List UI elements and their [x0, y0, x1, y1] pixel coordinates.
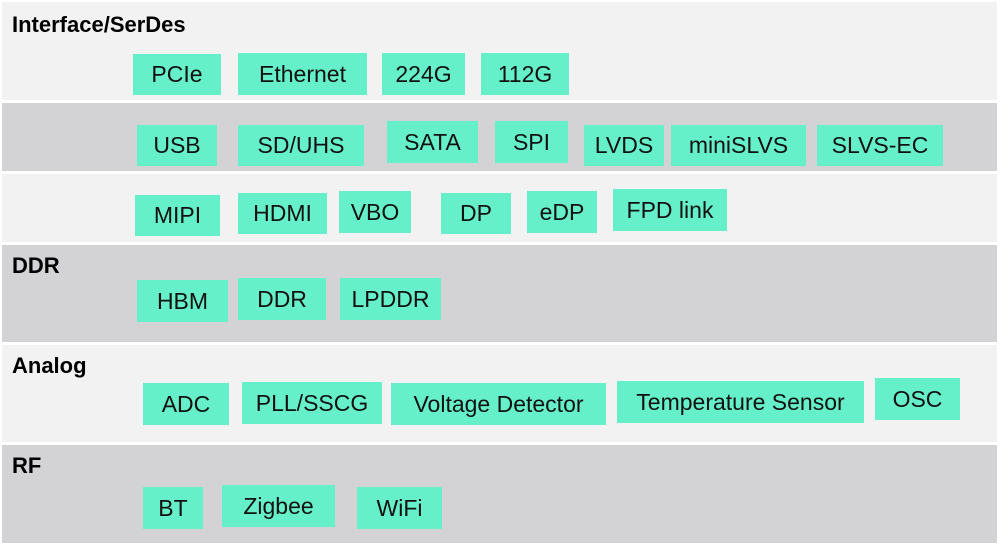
chip-adc: ADC	[143, 383, 229, 425]
section-title-ddr: DDR	[12, 253, 60, 278]
chip-dp: DP	[441, 193, 511, 234]
chip-temperature-sensor: Temperature Sensor	[617, 381, 864, 423]
chip-wifi: WiFi	[357, 487, 442, 529]
chip-zigbee: Zigbee	[222, 485, 335, 527]
chip-sd-uhs: SD/UHS	[238, 125, 364, 166]
chip-hbm: HBM	[137, 280, 228, 322]
chip-mipi: MIPI	[135, 195, 220, 236]
section-title-analog: Analog	[12, 353, 87, 378]
chip-pcie: PCIe	[133, 54, 221, 95]
chip-spi: SPI	[495, 121, 568, 163]
chip-ethernet: Ethernet	[238, 53, 367, 95]
chip-slvs-ec: SLVS-EC	[817, 125, 943, 166]
chip-vbo: VBO	[339, 191, 411, 233]
chip-lpddr: LPDDR	[340, 278, 441, 320]
chip-minislvs: miniSLVS	[671, 125, 806, 166]
chip-usb: USB	[137, 125, 217, 166]
chip-bt: BT	[143, 487, 203, 529]
section-title-rf: RF	[12, 453, 42, 478]
chip-hdmi: HDMI	[238, 193, 327, 234]
chip-voltage-detector: Voltage Detector	[391, 383, 606, 425]
chip-sata: SATA	[387, 121, 478, 163]
chip-fpd-link: FPD link	[613, 189, 727, 231]
chip-lvds: LVDS	[584, 125, 664, 166]
section-title-interface-serdes: Interface/SerDes	[12, 12, 186, 37]
chip-osc: OSC	[875, 378, 960, 420]
chip-pll-sscg: PLL/SSCG	[242, 382, 382, 424]
chip-112g: 112G	[481, 53, 569, 95]
chip-edp: eDP	[527, 191, 597, 233]
chip-224g: 224G	[382, 53, 465, 95]
chip-ddr: DDR	[238, 278, 326, 320]
